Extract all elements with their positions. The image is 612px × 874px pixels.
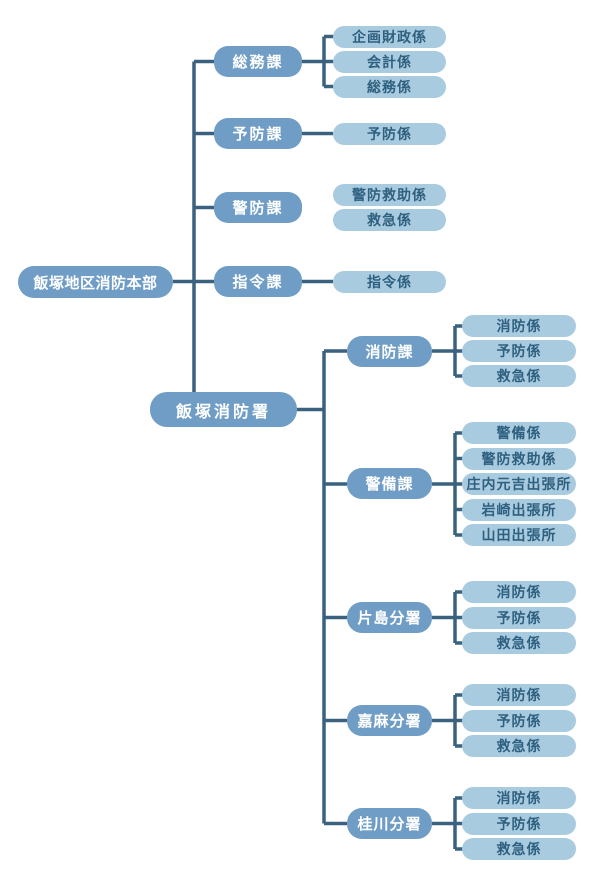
org-node-headquarters: 飯塚地区消防本部 <box>18 266 173 298</box>
org-node-kama-branch: 嘉麻分署 <box>347 705 432 736</box>
connector-soumu-group <box>302 34 340 89</box>
org-node-keisen-branch: 桂川分署 <box>347 808 432 839</box>
org-node-section-keiboukyuujo: 警防救助係 <box>333 184 446 206</box>
org-node-section-keisen-1: 予防係 <box>462 813 576 835</box>
org-node-yobou-division: 予防課 <box>214 118 302 149</box>
org-node-section-shoubouka-1: 予防係 <box>462 340 576 362</box>
org-node-section-keibika-4: 山田出張所 <box>462 524 576 546</box>
org-node-keibou-division: 警防課 <box>214 192 302 223</box>
org-node-section-kaikei: 会計係 <box>333 51 446 73</box>
org-node-section-katashima-1: 予防係 <box>462 607 576 629</box>
org-node-section-yobou: 予防係 <box>333 123 446 145</box>
org-node-section-keibika-1: 警防救助係 <box>462 448 576 470</box>
org-node-section-kama-0: 消防係 <box>462 684 576 706</box>
org-node-section-shirei: 指令係 <box>333 271 446 293</box>
org-node-section-kama-2: 救急係 <box>462 735 576 757</box>
org-node-section-kama-1: 予防係 <box>462 710 576 732</box>
org-node-section-keisen-0: 消防係 <box>462 787 576 809</box>
org-node-section-keisen-2: 救急係 <box>462 838 576 860</box>
org-node-shirei-division: 指令課 <box>214 266 302 297</box>
org-node-iizuka-fire-station: 飯塚消防署 <box>150 392 297 427</box>
connector-station-trunk <box>297 349 347 826</box>
org-node-katashima-branch: 片島分署 <box>347 602 432 633</box>
org-node-section-keibika-3: 岩崎出張所 <box>462 499 576 521</box>
org-node-soumu-division: 総務課 <box>214 46 302 77</box>
org-node-section-soumu: 総務係 <box>333 76 446 98</box>
org-node-section-shoubouka-2: 救急係 <box>462 365 576 387</box>
connector-main-trunk <box>173 59 214 392</box>
org-node-section-keibika-2: 庄内元吉出張所 <box>462 473 576 495</box>
org-node-section-katashima-0: 消防係 <box>462 581 576 603</box>
org-node-section-katashima-2: 救急係 <box>462 632 576 654</box>
org-node-section-kikakuzaisei: 企画財政係 <box>333 26 446 48</box>
org-node-section-kyuukyuu: 救急係 <box>333 209 446 231</box>
org-node-shoubou-dept: 消防課 <box>347 336 432 367</box>
org-node-keibi-dept: 警備課 <box>347 468 432 499</box>
org-node-section-keibika-0: 警備係 <box>462 422 576 444</box>
org-node-section-shoubouka-0: 消防係 <box>462 315 576 337</box>
